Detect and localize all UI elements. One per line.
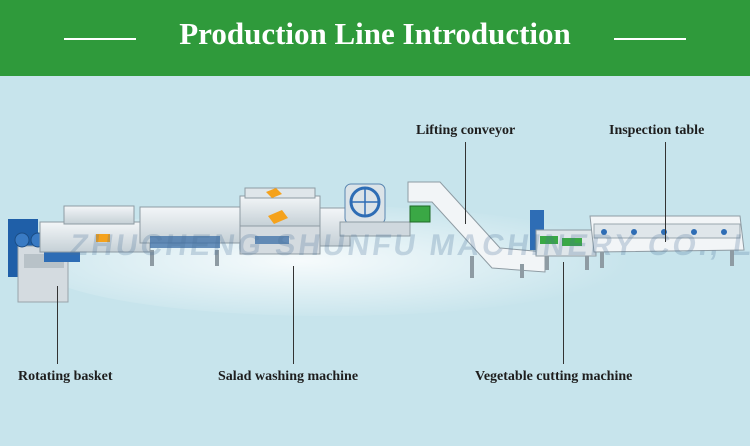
lifting-conveyor-leader	[465, 142, 466, 224]
flume-tank	[139, 206, 241, 266]
vegetable-cutting-machine	[530, 210, 597, 270]
label-inspection-table: Inspection table	[609, 123, 705, 138]
label-lifting-conveyor: Lifting conveyor	[416, 123, 516, 138]
page-title: Production Line Introduction	[179, 16, 571, 51]
label-salad-washing-machine: Salad washing machine	[218, 369, 359, 384]
inspection-table	[589, 215, 745, 268]
title-rule-left	[64, 38, 136, 40]
title-rule-right	[614, 38, 686, 40]
header-banner: Production Line Introduction	[0, 0, 750, 76]
production-line-drawing	[8, 181, 745, 316]
rotating-basket-leader	[57, 286, 58, 364]
inspection-table-leader	[665, 142, 666, 242]
company-watermark: ZHUCHENG SHUNFU MACHINERY CO., LTD	[67, 229, 750, 262]
salad-washing-machine	[239, 187, 351, 255]
lifting-conveyor	[407, 181, 546, 278]
production-line-illustration: ZHUCHENG SHUNFU MACHINERY CO., LTD Lifti…	[0, 76, 750, 446]
rotating-basket-machine	[8, 205, 151, 303]
vegetable-cutting-machine-leader	[563, 262, 564, 364]
drum-washer	[339, 183, 411, 237]
label-vegetable-cutting-machine: Vegetable cutting machine	[475, 369, 633, 384]
salad-washing-machine-leader	[293, 266, 294, 364]
label-rotating-basket: Rotating basket	[18, 369, 113, 384]
